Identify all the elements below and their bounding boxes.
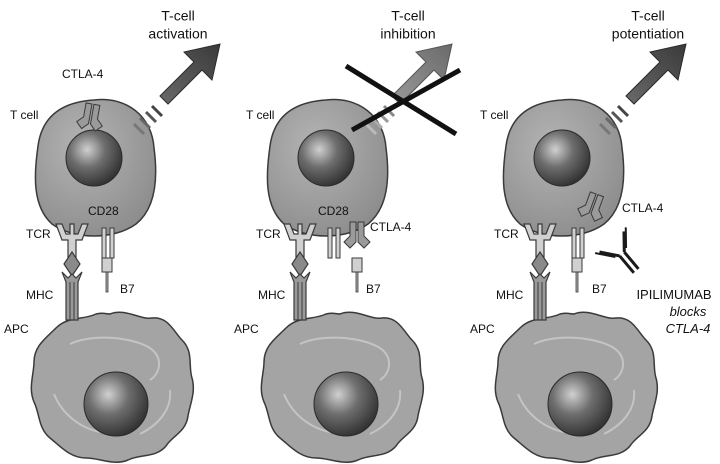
x-cross-icon [344,63,462,137]
label-tcr: TCR [26,227,51,241]
label-mhc: MHC [258,288,286,302]
panel-inhibition: T-cell inhibition T cell CD28 CTLA-4 TCR… [234,7,462,464]
label-ctla4: CTLA-4 [622,201,664,215]
label-ctla4: CTLA-4 [370,220,412,234]
label-mhc: MHC [26,288,54,302]
b7-ligand [571,257,583,293]
label-b7: B7 [366,282,381,296]
panel-title-line2: activation [148,25,207,41]
label-t-cell: T cell [10,108,38,122]
panel-title-line2: potentiation [612,25,684,41]
drug-action-line2: CTLA-4 [666,321,711,336]
mhc-molecule [61,251,83,321]
b7-ligand [351,257,363,293]
b7-ligand [101,257,113,293]
panel-title-line1: T-cell [631,7,664,23]
antibody-y-icon [594,227,640,274]
arrow-up-right-icon [132,42,222,136]
mhc-molecule [529,251,551,321]
drug-action-line1: blocks [670,304,707,319]
apc-cell [494,311,659,464]
label-apc: APC [4,322,29,336]
label-b7: B7 [592,282,607,296]
apc-cell [30,311,195,464]
label-t-cell: T cell [480,108,508,122]
apc-cell [260,311,425,464]
label-tcr: TCR [256,227,281,241]
label-b7: B7 [120,282,135,296]
panel-activation: T-cell activation CTLA-4 T cell CD28 TCR… [4,7,222,464]
label-ctla4: CTLA-4 [62,67,104,81]
panel-title-line1: T-cell [161,7,194,23]
label-apc: APC [470,322,495,336]
panel-title-line2: inhibition [380,25,435,41]
label-cd28: CD28 [88,204,119,218]
drug-name: IPILIMUMAB [636,287,711,302]
panel-title-line1: T-cell [391,7,424,23]
panel-potentiation: T-cell potentiation T cell CTLA-4 TCR MH… [470,7,712,464]
label-mhc: MHC [496,288,524,302]
label-apc: APC [234,322,259,336]
label-t-cell: T cell [246,108,274,122]
label-cd28: CD28 [318,204,349,218]
mhc-molecule [289,251,311,321]
t-cell [502,98,625,237]
label-tcr: TCR [494,227,519,241]
